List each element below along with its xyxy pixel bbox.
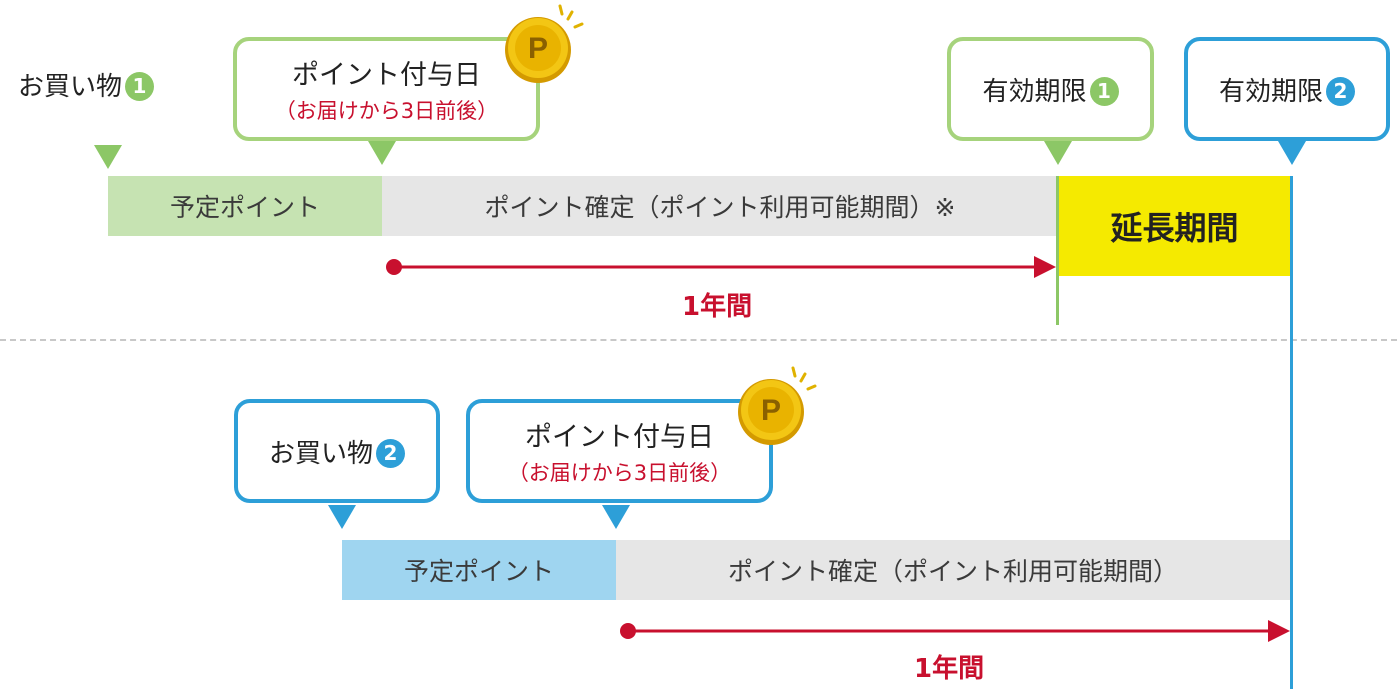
- top-pending-bar: 予定ポイント: [108, 176, 382, 236]
- bottom-shopping-marker: [328, 505, 356, 529]
- expiry2-line: [1290, 176, 1293, 689]
- bottom-confirmed-bar: ポイント確定（ポイント利用可能期間）: [616, 540, 1290, 600]
- bottom-award-marker: [602, 505, 630, 529]
- top-expiry2-number-badge: 2: [1326, 77, 1355, 106]
- top-award-callout: ポイント付与日 （お届けから3日前後）: [233, 37, 540, 141]
- top-shopping-number-badge: 1: [125, 72, 155, 101]
- top-expiry1-number-badge: 1: [1089, 77, 1119, 106]
- top-coin-icon: P: [505, 4, 584, 83]
- top-shopping-text: お買い物: [18, 72, 123, 102]
- top-coin-letter: P: [528, 32, 548, 65]
- top-expiry1-marker: [1044, 141, 1072, 165]
- top-extension-bar: 延長期間: [1058, 176, 1291, 276]
- bottom-award-callout: ポイント付与日 （お届けから3日前後）: [466, 399, 773, 503]
- top-confirmed-bar: ポイント確定（ポイント利用可能期間）※: [382, 176, 1058, 236]
- section-divider: [0, 339, 1397, 341]
- bottom-period-label: 1年間: [914, 654, 985, 684]
- top-period-arrow: [386, 256, 1056, 278]
- bottom-coin-icon: P: [738, 366, 817, 445]
- top-expiry2-marker: [1278, 141, 1306, 165]
- bottom-award-subtitle: （お届けから3日前後）: [507, 461, 732, 485]
- top-shopping-marker: [94, 145, 122, 169]
- bottom-pending-bar: 予定ポイント: [342, 540, 616, 600]
- top-award-subtitle: （お届けから3日前後）: [274, 99, 499, 123]
- top-expiry1-line: [1056, 176, 1059, 325]
- bottom-award-title: ポイント付与日: [525, 422, 714, 453]
- top-award-marker: [368, 141, 396, 165]
- bottom-shopping-text: お買い物: [268, 439, 373, 469]
- bottom-shopping-number-badge: 2: [376, 439, 405, 468]
- top-period-label: 1年間: [682, 292, 753, 322]
- top-award-title: ポイント付与日: [292, 60, 481, 91]
- top-expiry1-text: 有効期限: [982, 77, 1087, 107]
- bottom-period-arrow: [620, 620, 1290, 642]
- top-expiry2-text: 有効期限: [1218, 77, 1323, 107]
- bottom-coin-letter: P: [761, 394, 781, 427]
